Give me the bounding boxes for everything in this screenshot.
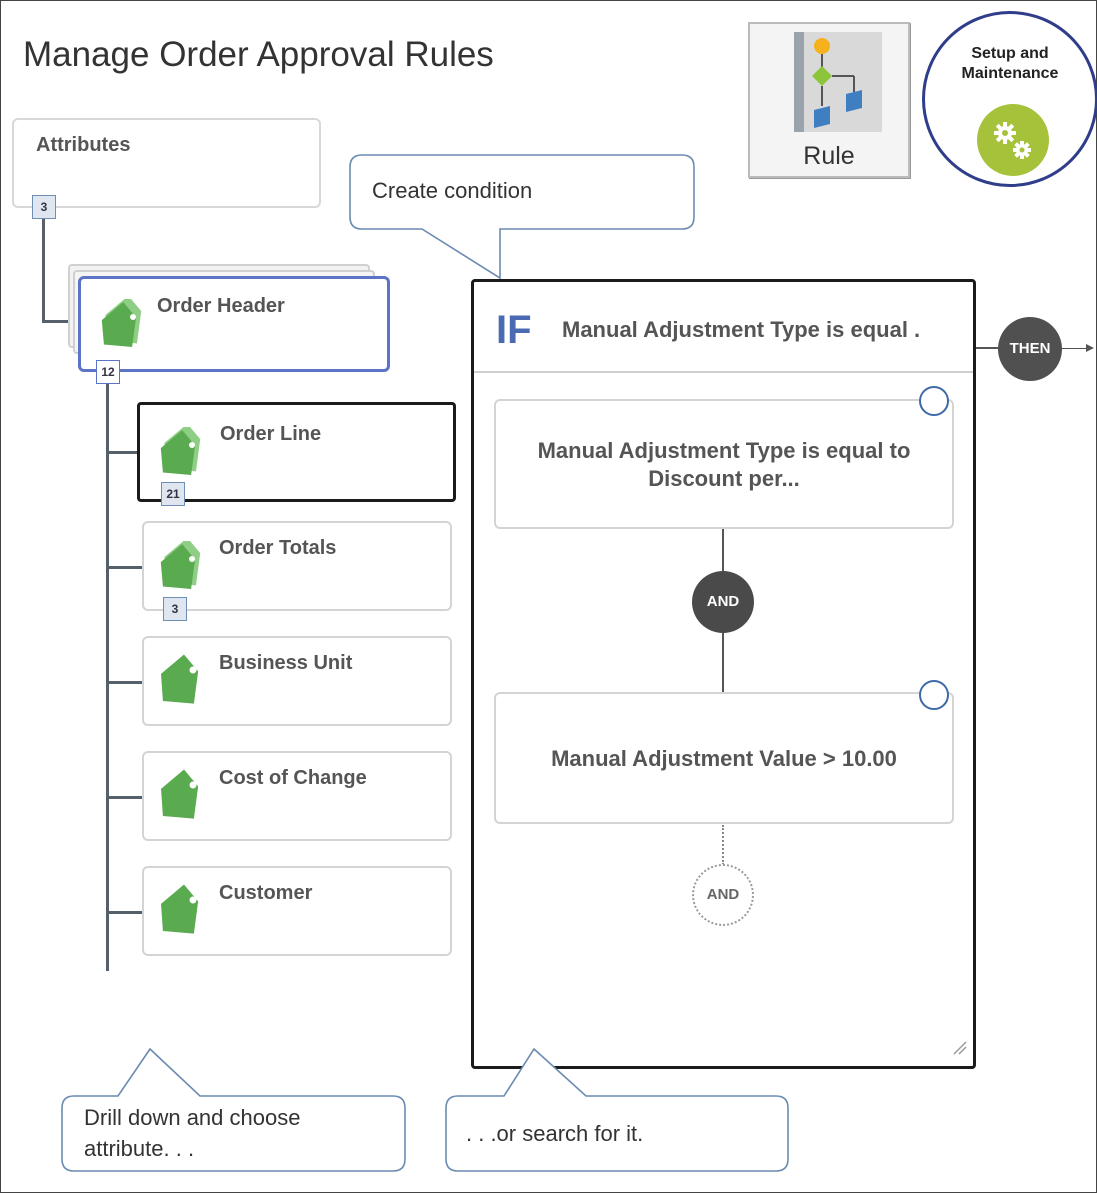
tags-icon (160, 427, 201, 475)
tree-item-label: Order Line (220, 423, 322, 445)
if-label: IF (496, 308, 532, 352)
order-header-label: Order Header (157, 295, 285, 317)
condition-card[interactable]: Manual Adjustment Type is equal to Disco… (494, 399, 954, 529)
condition-text: Manual Adjustment Type is equal to Disco… (537, 438, 911, 491)
tree-item-label: Cost of Change (219, 767, 367, 789)
tree-connector (106, 566, 144, 569)
rule-button[interactable]: Rule (748, 22, 910, 178)
tree-connector (106, 911, 144, 914)
rule-button-label: Rule (803, 142, 855, 170)
create-condition-callout-text: Create condition (372, 178, 533, 203)
condition-select-radio[interactable] (919, 386, 949, 416)
tree-connector (106, 681, 144, 684)
tree-item-customer[interactable]: Customer (142, 866, 452, 956)
attributes-label: Attributes (36, 134, 131, 156)
tags-icon (101, 299, 142, 347)
tree-item-order-line[interactable]: Order Line (137, 402, 456, 502)
attributes-count-badge[interactable]: 3 (32, 195, 56, 219)
tag-icon (161, 884, 199, 934)
drill-down-callout-text: Drill down and choose attribute. . . (84, 1105, 301, 1161)
tag-icon (161, 769, 199, 819)
add-and-node[interactable]: AND (692, 864, 754, 926)
and-node[interactable]: AND (692, 571, 754, 633)
tree-item-label: Order Totals (219, 537, 337, 559)
condition-text: Manual Adjustment Value > 10.00 (551, 746, 897, 771)
tree-connector (106, 451, 140, 454)
tags-icon (160, 541, 201, 589)
gears-icon (977, 104, 1049, 176)
then-connector-line (976, 347, 1000, 349)
resize-grip-icon[interactable] (952, 1040, 968, 1056)
then-node[interactable]: THEN (998, 317, 1062, 381)
tree-item-label: Customer (219, 882, 313, 904)
tree-item-label: Business Unit (219, 652, 353, 674)
condition-select-radio[interactable] (919, 680, 949, 710)
order-header-card[interactable]: Order Header (78, 276, 390, 372)
setup-and-maintenance-button[interactable]: Setup and Maintenance (922, 11, 1097, 187)
tree-connector (42, 219, 45, 323)
attributes-root-card[interactable]: Attributes (12, 118, 321, 208)
rule-flow-icon (794, 32, 882, 132)
tree-item-business-unit[interactable]: Business Unit (142, 636, 452, 726)
order-line-count-badge[interactable]: 21 (161, 482, 185, 506)
tree-connector (42, 320, 82, 323)
order-header-count-badge[interactable]: 12 (96, 360, 120, 384)
page-title: Manage Order Approval Rules (23, 35, 494, 74)
tree-item-order-totals[interactable]: Order Totals (142, 521, 452, 611)
setup-and-maintenance-label: Setup and Maintenance (961, 45, 1059, 82)
then-arrow-line (1062, 348, 1088, 349)
tag-icon (161, 654, 199, 704)
order-totals-count-badge[interactable]: 3 (163, 597, 187, 621)
add-and-connector (722, 825, 724, 865)
tree-connector (106, 384, 109, 971)
search-callout-text: . . .or search for it. (466, 1121, 644, 1146)
tree-item-cost-of-change[interactable]: Cost of Change (142, 751, 452, 841)
header-divider (474, 371, 973, 373)
arrow-right-icon (1086, 344, 1094, 352)
tree-connector (106, 796, 144, 799)
condition-card[interactable]: Manual Adjustment Value > 10.00 (494, 692, 954, 824)
rule-summary: Manual Adjustment Type is equal . (562, 317, 921, 342)
